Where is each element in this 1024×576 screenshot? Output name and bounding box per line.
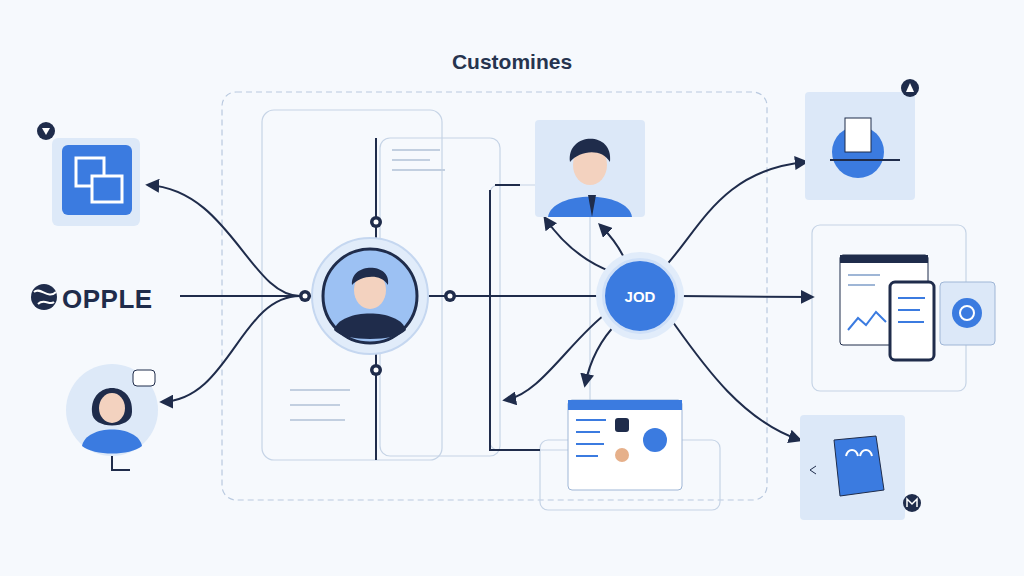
hub-circle: JOD [602,258,678,334]
logo-text: OPPLE [62,284,153,315]
hub-label: JOD [625,288,656,305]
diagram-title: Customines [0,50,1024,74]
